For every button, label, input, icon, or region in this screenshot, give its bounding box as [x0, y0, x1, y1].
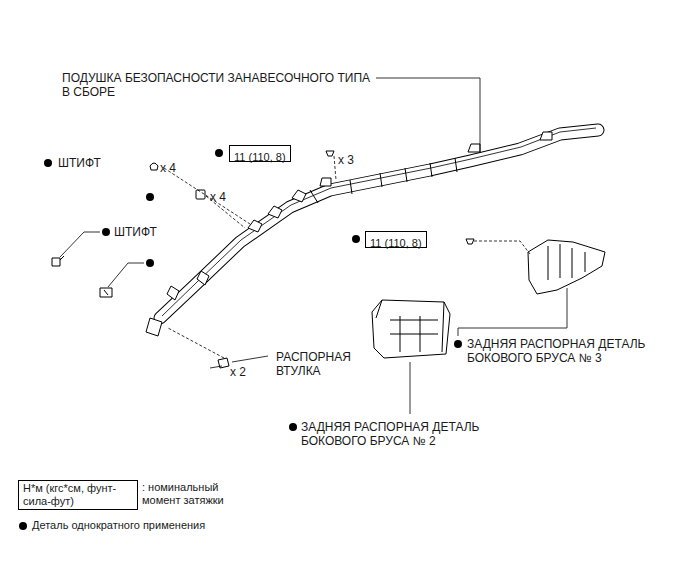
airbag-seam [162, 128, 596, 316]
part-label: x 4 [210, 190, 226, 204]
spacer-no2 [372, 300, 450, 358]
part-label: x 3 [338, 153, 354, 167]
airbag-bands [310, 158, 457, 203]
torque-box: 11 (110, 8) [365, 231, 427, 248]
single-use-dots [19, 149, 462, 530]
torque-box: 11 (110, 8) [229, 145, 291, 162]
part-label: ШТИФТ [58, 156, 101, 170]
clip-icons [52, 151, 474, 368]
part-label: x 2 [230, 365, 246, 379]
spacer-no3 [528, 240, 605, 294]
airbag-fill [160, 130, 598, 318]
part-label: РАСПОРНАЯ ВТУЛКА [276, 350, 368, 378]
airbag-outline [160, 130, 598, 318]
airbag-tabs [146, 132, 552, 336]
legend-torque-box: Н*м (кгс*см, фунт-сила-фут) [18, 480, 138, 510]
legend-text: : номинальный момент затяжки [142, 481, 252, 507]
part-label: ЗАДНЯЯ РАСПОРНАЯ ДЕТАЛЬ БОКОВОГО БРУСА №… [467, 337, 667, 365]
torque-value: Н*м (кгс*см, фунт-сила-фут) [23, 482, 133, 508]
legend-text: Деталь однократного применения [32, 519, 205, 532]
part-label: ШТИФТ [114, 225, 157, 239]
torque-value: 11 (110, 8) [370, 237, 422, 250]
part-label: x 4 [160, 161, 176, 175]
part-label: ЗАДНЯЯ РАСПОРНАЯ ДЕТАЛЬ БОКОВОГО БРУСА №… [301, 420, 501, 448]
part-label: ПОДУШКА БЕЗОПАСНОСТИ ЗАНАВЕСОЧНОГО ТИПА … [62, 71, 380, 99]
torque-value: 11 (110, 8) [234, 151, 286, 164]
